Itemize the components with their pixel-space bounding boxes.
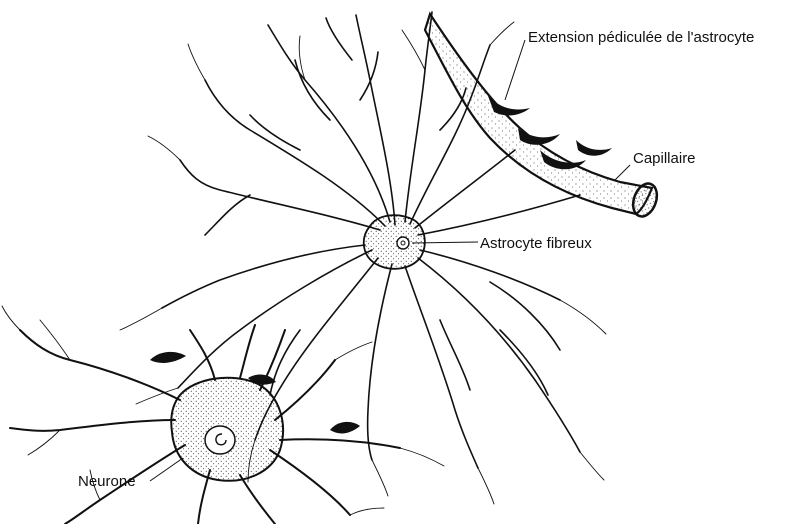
label-end-foot: Extension pédiculée de l'astrocyte — [528, 29, 754, 46]
end-foot — [576, 140, 612, 156]
astrocyte-cell-body — [364, 215, 425, 269]
label-capillary: Capillaire — [633, 150, 696, 167]
end-foot — [150, 352, 186, 363]
leader-neuron — [150, 458, 183, 481]
label-astrocyte: Astrocyte fibreux — [480, 235, 592, 252]
label-neuron: Neurone — [78, 473, 136, 490]
neuron-nucleus — [205, 426, 235, 454]
neuron — [2, 306, 444, 524]
leader-end-foot — [505, 40, 525, 100]
astrocyte-nucleus — [397, 237, 409, 249]
end-foot — [330, 422, 360, 434]
leader-capillary — [615, 165, 630, 180]
